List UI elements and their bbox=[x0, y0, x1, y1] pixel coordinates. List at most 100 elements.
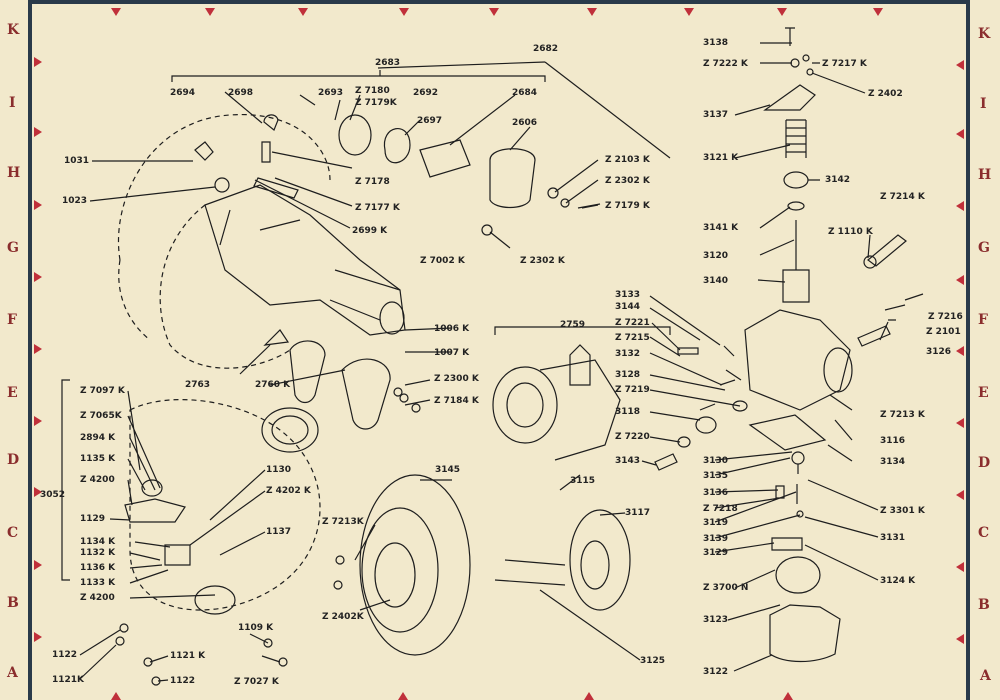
bracket-2682 bbox=[377, 61, 546, 69]
label-z2103k: Z 2103 K bbox=[605, 155, 650, 165]
label-z7217k: Z 7217 K bbox=[822, 59, 867, 69]
label-2684: 2684 bbox=[512, 88, 538, 98]
label-3145: 3145 bbox=[435, 465, 461, 475]
label-3126: 3126 bbox=[926, 347, 952, 357]
label-z7222k: Z 7222 K bbox=[703, 59, 748, 69]
label-z2302k-b: Z 2302 K bbox=[520, 256, 565, 266]
label-3141k: 3141 K bbox=[703, 223, 739, 233]
grid-letter-left-d: D bbox=[7, 452, 20, 468]
part-3130-float-bowl-lid bbox=[748, 414, 827, 451]
cable-loop-dashed bbox=[117, 114, 331, 261]
grid-letter-right-g: G bbox=[978, 240, 990, 256]
part-3121k-spring bbox=[785, 119, 807, 158]
label-1023: 1023 bbox=[62, 196, 88, 206]
label-z7219: Z 7219 bbox=[615, 385, 650, 395]
label-1109k: 1109 K bbox=[238, 623, 274, 633]
label-3136: 3136 bbox=[703, 488, 729, 498]
bracket-3052 bbox=[61, 379, 70, 581]
label-z3700n: Z 3700 N bbox=[703, 583, 749, 593]
label-3139: 3139 bbox=[703, 534, 729, 544]
label-2698: 2698 bbox=[228, 88, 254, 98]
label-3125: 3125 bbox=[640, 656, 666, 666]
label-z7213k-centre: Z 7213K bbox=[322, 517, 364, 527]
bearing-ring bbox=[261, 407, 319, 453]
part-3145-flywheel bbox=[359, 474, 471, 656]
label-2760k: 2760 K bbox=[255, 380, 291, 390]
part-3137 bbox=[763, 84, 816, 111]
label-z7213k-right: Z 7213 K bbox=[880, 410, 925, 420]
label-2682: 2682 bbox=[533, 44, 559, 54]
label-1137: 1137 bbox=[266, 527, 292, 537]
part-z7177k bbox=[253, 177, 299, 199]
part-2692 bbox=[338, 114, 372, 156]
grid-letter-right-f: F bbox=[978, 312, 988, 328]
grid-letter-right-d: D bbox=[978, 455, 991, 471]
bracket-2683 bbox=[171, 70, 546, 82]
label-2759: 2759 bbox=[560, 320, 586, 330]
label-z7179k: Z 7179K bbox=[355, 98, 397, 108]
shaft-end bbox=[379, 301, 405, 335]
grid-letter-left-h: H bbox=[7, 165, 21, 181]
label-3131: 3131 bbox=[880, 533, 906, 543]
label-2606: 2606 bbox=[512, 118, 538, 128]
label-3130: 3130 bbox=[703, 456, 729, 466]
label-2763: 2763 bbox=[185, 380, 211, 390]
label-z4200-a: Z 4200 bbox=[80, 475, 115, 485]
label-2699k: 2699 K bbox=[352, 226, 388, 236]
part-3117-disc bbox=[569, 509, 631, 611]
label-z7177k: Z 7177 K bbox=[355, 203, 400, 213]
label-1130: 1130 bbox=[266, 465, 292, 475]
label-z2302k-a: Z 2302 K bbox=[605, 176, 650, 186]
label-3140: 3140 bbox=[703, 276, 729, 286]
label-1007k: 1007 K bbox=[434, 348, 470, 358]
label-z7214k: Z 7214 K bbox=[880, 192, 925, 202]
label-3129: 3129 bbox=[703, 548, 729, 558]
label-1031: 1031 bbox=[64, 156, 90, 166]
part-z7215 bbox=[677, 347, 699, 355]
label-1129: 1129 bbox=[80, 514, 106, 524]
label-z3301k: Z 3301 K bbox=[880, 506, 925, 516]
part-z7214k bbox=[867, 234, 907, 267]
label-1135k: 1135 K bbox=[80, 454, 116, 464]
part-1031 bbox=[194, 141, 214, 161]
part-3115 bbox=[569, 344, 591, 386]
label-1133k: 1133 K bbox=[80, 578, 116, 588]
label-3144: 3144 bbox=[615, 302, 641, 312]
label-3121k: 3121 K bbox=[703, 153, 739, 163]
label-2693: 2693 bbox=[318, 88, 344, 98]
label-3142: 3142 bbox=[825, 175, 851, 185]
label-1136k: 1136 K bbox=[80, 563, 116, 573]
label-3122: 3122 bbox=[703, 667, 729, 677]
label-3138: 3138 bbox=[703, 38, 729, 48]
part-2759-flywheel bbox=[492, 366, 558, 444]
label-z2300k: Z 2300 K bbox=[434, 374, 479, 384]
label-z7179k-b: Z 7179 K bbox=[605, 201, 650, 211]
part-3126 bbox=[857, 325, 891, 347]
label-2683: 2683 bbox=[375, 58, 401, 68]
grid-letter-right-k: K bbox=[978, 26, 991, 42]
grid-letter-right-c: C bbox=[978, 525, 990, 541]
part-2698 bbox=[263, 114, 279, 131]
grid-letter-left-e: E bbox=[7, 385, 18, 401]
label-z2402k: Z 2402K bbox=[322, 612, 364, 622]
label-3118: 3118 bbox=[615, 407, 641, 417]
label-2697: 2697 bbox=[417, 116, 443, 126]
grid-letter-left-f: F bbox=[7, 312, 17, 328]
diagram-frame bbox=[28, 0, 970, 700]
grid-letter-left-c: C bbox=[7, 525, 19, 541]
grid-letter-right-e: E bbox=[978, 385, 989, 401]
label-z1110k: Z 1110 K bbox=[828, 227, 873, 237]
label-1132k: 1132 K bbox=[80, 548, 116, 558]
label-3052: 3052 bbox=[40, 490, 66, 500]
grid-letter-left-k: K bbox=[7, 22, 20, 38]
label-3115: 3115 bbox=[570, 476, 596, 486]
part-3142 bbox=[783, 171, 809, 189]
label-1121k-a: 1121K bbox=[52, 675, 85, 685]
label-z7002k: Z 7002 K bbox=[420, 256, 465, 266]
grid-letter-right-h: H bbox=[978, 167, 992, 183]
part-3140 bbox=[782, 269, 810, 303]
label-2894k: 2894 K bbox=[80, 433, 116, 443]
label-z7184k: Z 7184 K bbox=[434, 396, 479, 406]
